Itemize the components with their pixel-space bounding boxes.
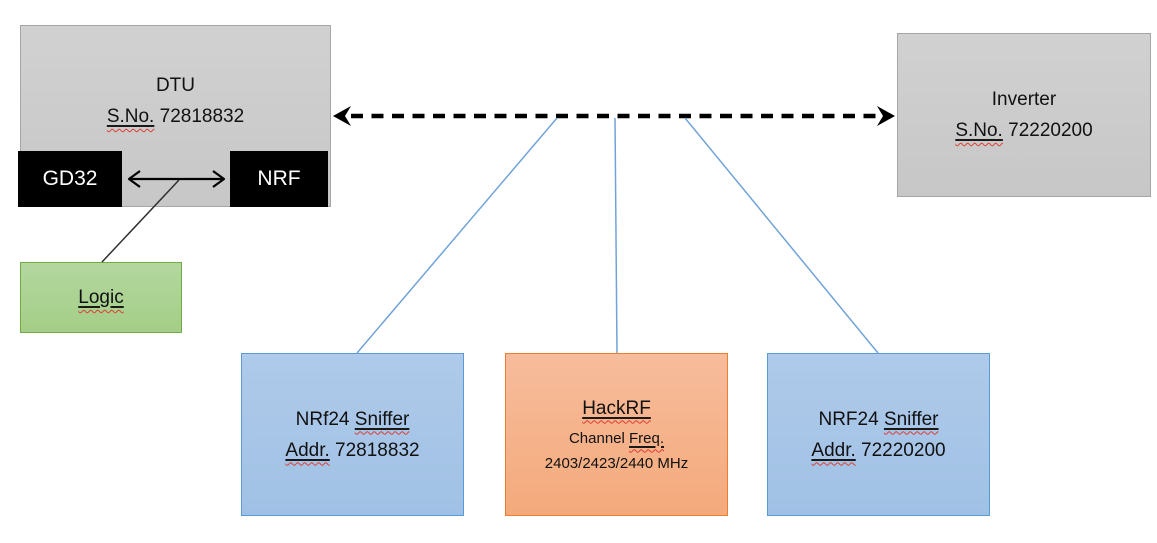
dtu-serial-label: S.No. bbox=[106, 106, 155, 127]
inverter-title-text: Inverter bbox=[991, 89, 1057, 110]
rf-link-arrowhead-left-icon bbox=[333, 106, 351, 126]
dtu-serial-value: 72818832 bbox=[154, 106, 245, 127]
inverter-serial: S.No. 72220200 bbox=[955, 115, 1092, 146]
inverter-box: Inverter S.No. 72220200 bbox=[897, 33, 1151, 197]
inverter-serial-value: 72220200 bbox=[1002, 120, 1093, 141]
gd32-chip-box: GD32 bbox=[18, 151, 122, 207]
hackrf-freq-values: 2403/2423/2440 MHz bbox=[544, 454, 689, 472]
sniffer-left-box: NRf24 Sniffer Addr. 72818832 bbox=[241, 353, 464, 516]
logic-label: Logic bbox=[78, 287, 124, 308]
rf-link-arrowhead-right-icon bbox=[877, 106, 895, 126]
hackrf-freq-label-prefix: Channel bbox=[568, 429, 630, 447]
sniffer-left-name: NRf24 Sniffer bbox=[296, 404, 410, 435]
sniffer-right-addr-value: 72220200 bbox=[855, 439, 946, 461]
sniffer-right-box: NRF24 Sniffer Addr. 72220200 bbox=[767, 353, 990, 516]
sniffer-left-addr-value: 72818832 bbox=[329, 439, 420, 461]
inverter-serial-label: S.No. bbox=[955, 120, 1003, 141]
dtu-title-text: DTU bbox=[155, 75, 196, 96]
sniffer-left-addr-label: Addr. bbox=[285, 439, 330, 461]
hackrf-box: HackRF Channel Freq. 2403/2423/2440 MHz bbox=[505, 353, 728, 516]
dtu-title: DTU bbox=[107, 70, 244, 101]
sniffer-right-name: NRF24 Sniffer bbox=[818, 404, 938, 435]
nrf-chip-box: NRF bbox=[230, 151, 328, 207]
logic-label-line: Logic bbox=[78, 282, 123, 313]
tap-line-sniffer-right bbox=[684, 117, 879, 354]
sniffer-left-name-word: Sniffer bbox=[354, 408, 410, 430]
sniffer-right-name-prefix: NRF24 bbox=[818, 408, 884, 430]
sniffer-right-addr-label: Addr. bbox=[811, 439, 856, 461]
hackrf-title-word: HackRF bbox=[582, 397, 651, 419]
gd32-chip-label: GD32 bbox=[42, 167, 98, 190]
tap-line-sniffer-left bbox=[356, 117, 558, 354]
sniffer-left-addr: Addr. 72818832 bbox=[285, 435, 419, 466]
hackrf-freq-label: Channel Freq. bbox=[569, 426, 664, 451]
nrf-chip-label: NRF bbox=[257, 167, 301, 190]
dtu-serial: S.No. 72818832 bbox=[107, 101, 244, 132]
dtu-text-block: DTU S.No. 72818832 bbox=[107, 70, 244, 132]
sniffer-left-name-prefix: NRf24 bbox=[295, 408, 355, 430]
inverter-title: Inverter bbox=[992, 84, 1056, 115]
tap-line-hackrf bbox=[614, 117, 618, 354]
sniffer-right-name-word: Sniffer bbox=[883, 408, 939, 430]
hackrf-title: HackRF bbox=[582, 394, 651, 424]
hackrf-freq-label-word: Freq. bbox=[629, 429, 665, 447]
sniffer-right-addr: Addr. 72220200 bbox=[811, 435, 945, 466]
logic-box: Logic bbox=[20, 262, 182, 333]
